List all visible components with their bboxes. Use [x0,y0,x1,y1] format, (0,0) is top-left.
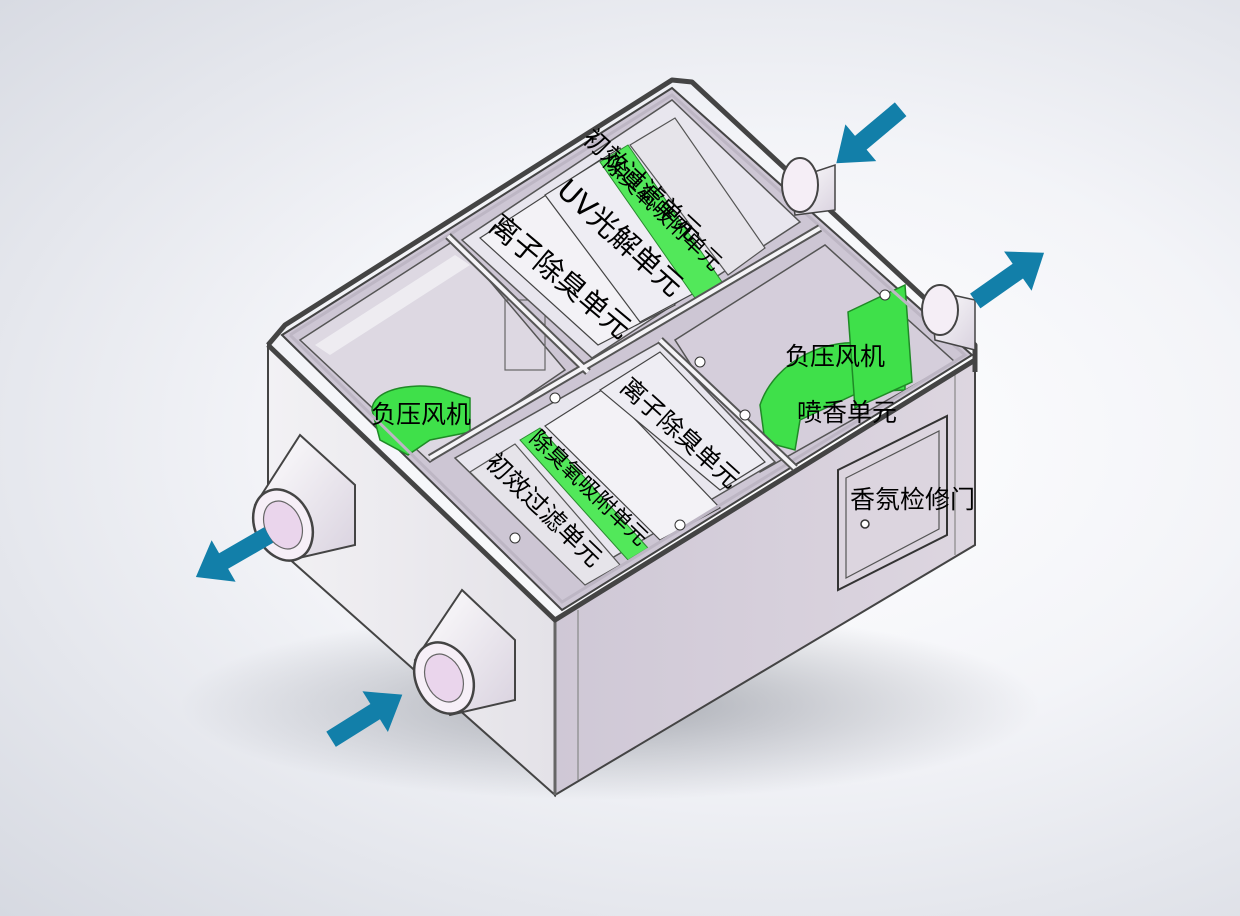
rear-outlet-duct [921,284,976,351]
airflow-arrow-icon [326,691,403,747]
back-filter-cartridge [629,117,766,276]
service-door-panel [837,414,948,592]
label-fan-right: 负压风机 [785,342,886,371]
label-fan-left: 负压风机 [371,400,472,429]
top-opening [280,86,974,612]
airflow-arrow-icon [836,102,907,164]
rear-inlet-duct [781,157,836,216]
label-service-door: 香氛检修门 [850,485,976,514]
airflow-arrow-icon [970,251,1045,309]
front-ion-cartridge [544,387,721,541]
door-knob [860,519,870,529]
front-inlet-duct [412,588,516,717]
label-spray-unit: 喷香单元 [797,398,898,427]
airflow-arrow-icon [195,527,274,582]
